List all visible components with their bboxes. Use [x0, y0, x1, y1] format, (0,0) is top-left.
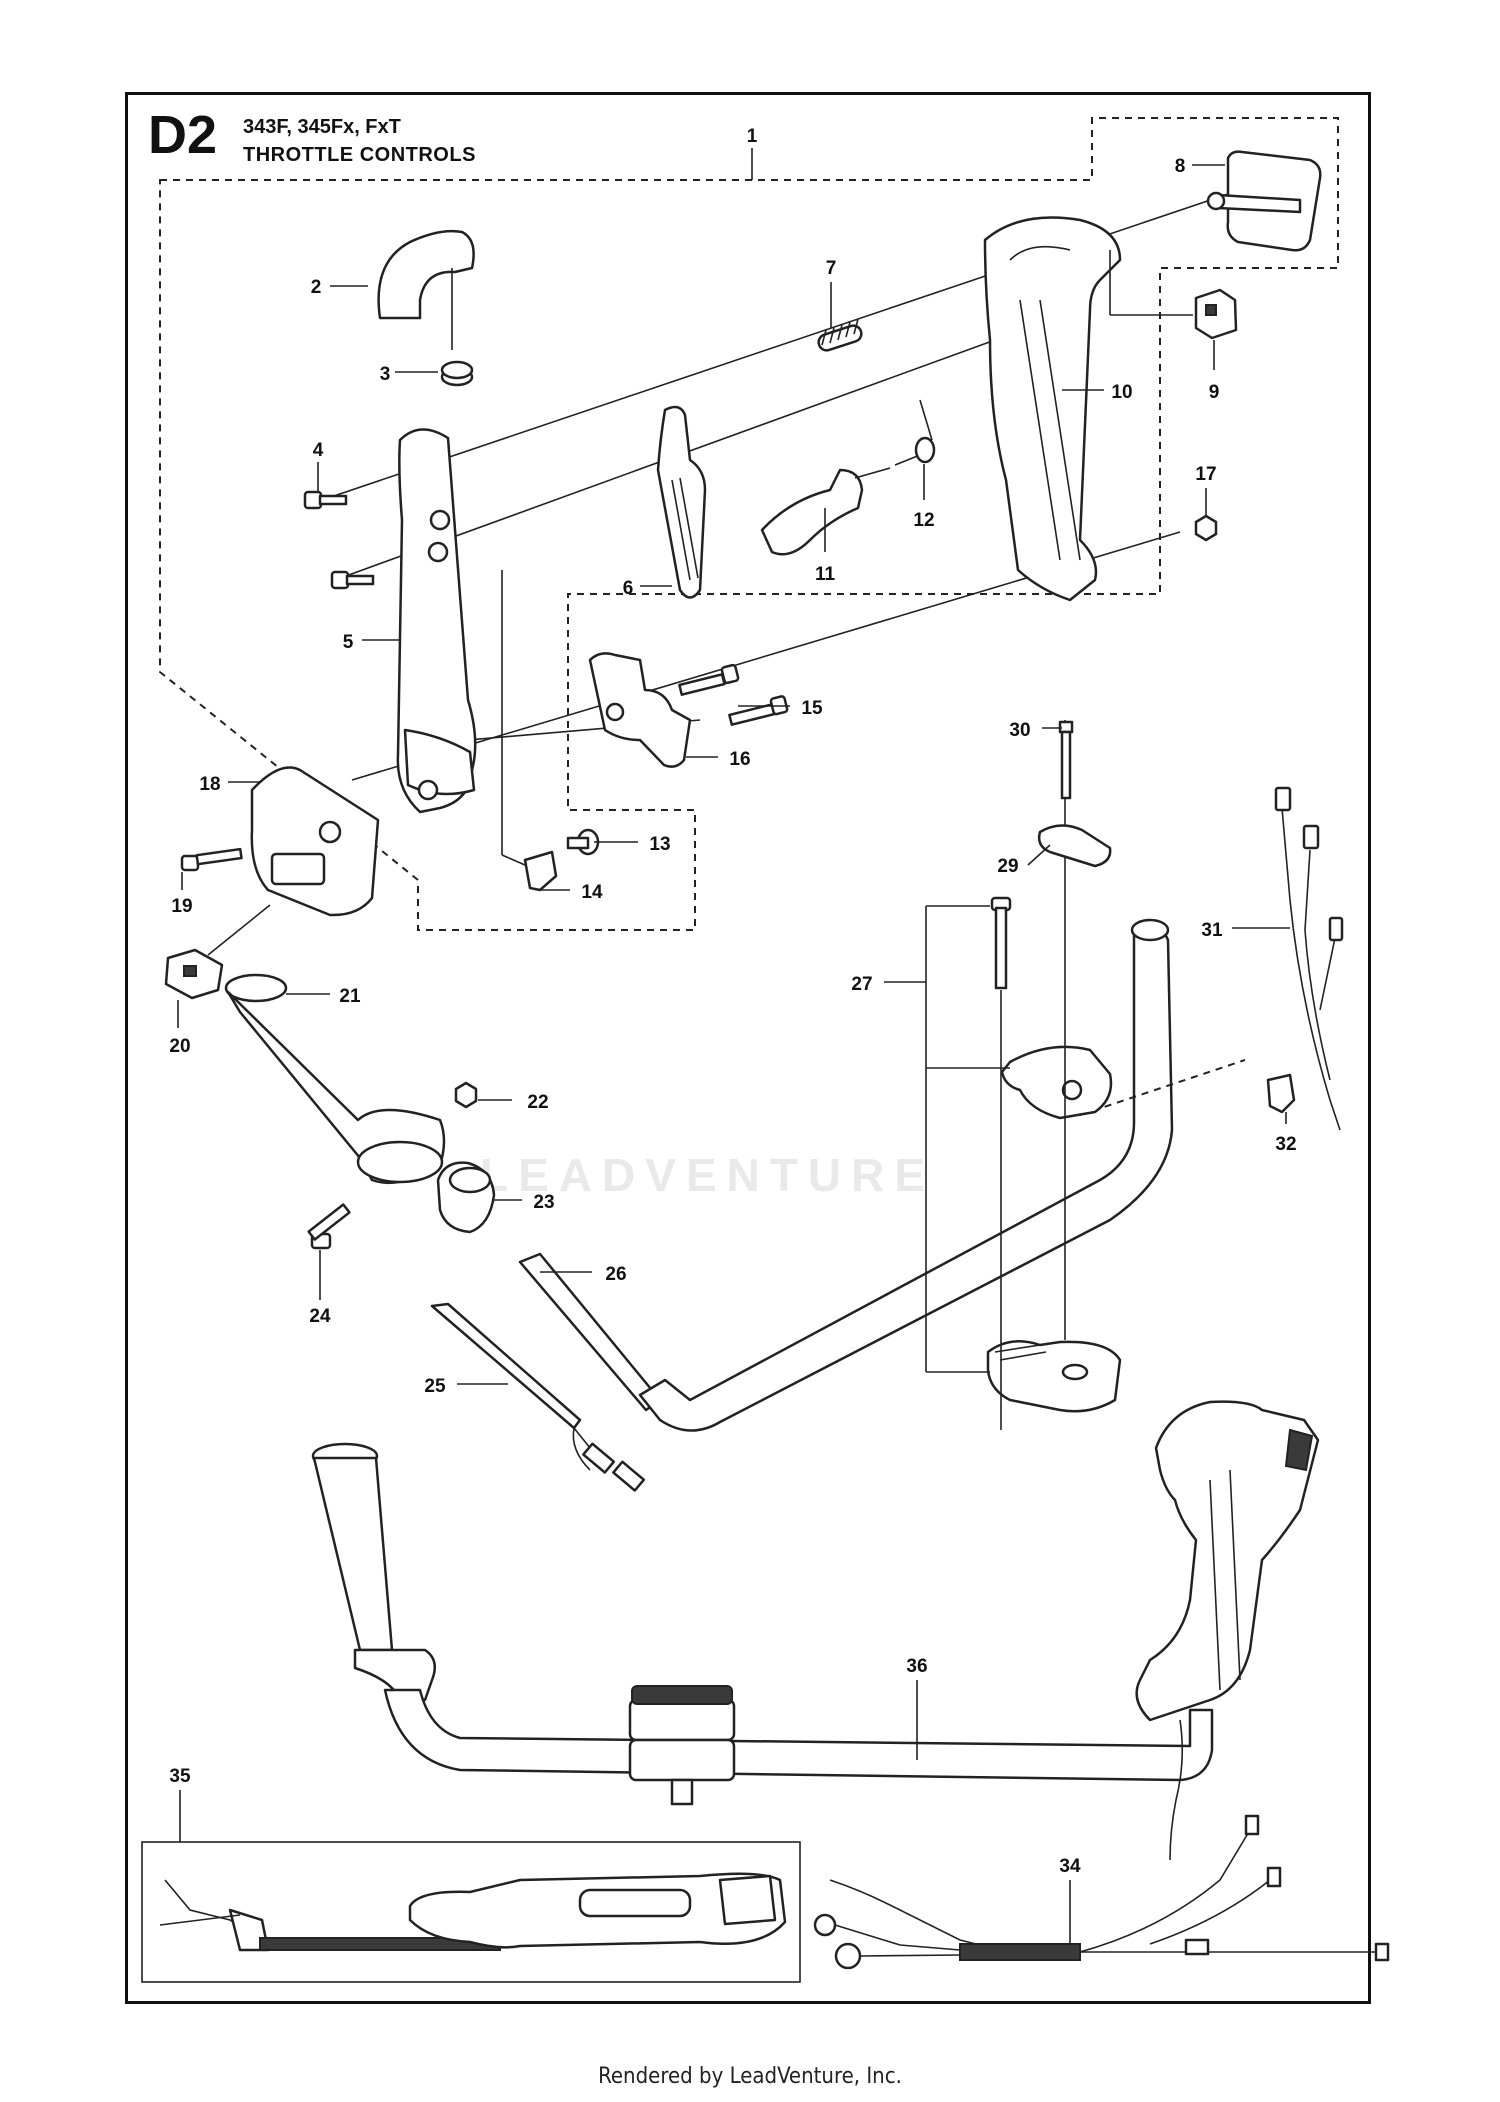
part-trigger-6	[656, 405, 707, 599]
section-code: D2	[148, 105, 218, 165]
callout-30: 30	[1009, 720, 1030, 741]
part-wiring-31	[1274, 786, 1344, 1131]
part-handle-half-right	[983, 216, 1122, 602]
part-shaft-35	[159, 1872, 787, 1952]
part-housing-18	[250, 766, 380, 917]
part-clip-32	[1266, 1073, 1296, 1114]
part-nut-17	[1194, 514, 1218, 542]
callout-12: 12	[913, 510, 934, 531]
part-35-box	[141, 1841, 801, 1983]
part-bracket-bottom	[986, 1340, 1122, 1413]
part-nut-22	[454, 1081, 478, 1109]
callout-4: 4	[313, 440, 324, 461]
callout-14: 14	[581, 882, 603, 903]
part-grip-21	[224, 973, 446, 1185]
callout-10: 10	[1111, 382, 1132, 403]
callout-labels: 1 2 3 4 5 6 7 8 9 10 11 12 13 14 15 16 1…	[169, 126, 1296, 1877]
callout-11: 11	[815, 564, 836, 585]
callout-21: 21	[339, 986, 361, 1007]
callout-2: 2	[311, 277, 322, 298]
callout-31: 31	[1201, 920, 1223, 941]
callout-8: 8	[1175, 156, 1186, 177]
assembly-outline	[159, 117, 1339, 931]
callout-5: 5	[343, 632, 354, 653]
part-wire-12	[894, 399, 936, 466]
part-screw-long	[990, 896, 1012, 990]
part-washer-29	[1037, 824, 1112, 868]
callout-19: 19	[171, 896, 192, 917]
callout-29: 29	[997, 856, 1018, 877]
diagram-border	[125, 92, 1371, 2004]
part-spring-7	[817, 318, 863, 352]
model-list: 343F, 345Fx, FxT	[243, 116, 401, 138]
callout-16: 16	[729, 749, 750, 770]
part-wiring-34	[813, 1814, 1390, 1970]
diagram-title: THROTTLE CONTROLS	[243, 144, 476, 166]
callout-1: 1	[747, 126, 758, 147]
callout-20: 20	[169, 1036, 190, 1057]
part-screw-4b	[330, 570, 375, 590]
callout-26: 26	[605, 1264, 626, 1285]
callout-18: 18	[199, 774, 220, 795]
part-screw-13	[566, 828, 600, 856]
callout-3: 3	[380, 364, 391, 385]
callout-22: 22	[527, 1092, 548, 1113]
callout-32: 32	[1275, 1134, 1296, 1155]
part-spring-clip	[440, 360, 474, 387]
part-switch-20	[164, 948, 224, 1000]
part-switch-9	[1194, 288, 1238, 340]
callout-7: 7	[826, 258, 837, 279]
callout-34: 34	[1059, 1856, 1081, 1877]
part-screw-30	[1058, 720, 1074, 800]
part-plate-14	[523, 850, 558, 892]
part-handlebar-36	[311, 1400, 1320, 1861]
callout-36: 36	[906, 1656, 927, 1677]
callout-35: 35	[169, 1766, 191, 1787]
callout-13: 13	[649, 834, 670, 855]
part-knob-23	[436, 1161, 496, 1234]
part-screw-24	[307, 1203, 351, 1250]
callout-24: 24	[309, 1306, 331, 1327]
part-cruise-16	[588, 652, 692, 768]
callout-9: 9	[1209, 382, 1220, 403]
callout-17: 17	[1195, 464, 1216, 485]
part-bracket-top	[1000, 1045, 1113, 1120]
part-handle-half-left	[396, 428, 477, 814]
part-cable-25	[430, 1302, 646, 1492]
watermark-text: LEADVENTURE	[480, 1149, 936, 1201]
leader-lines	[177, 148, 1290, 1944]
callout-27: 27	[851, 974, 872, 995]
part-throttle-trigger	[377, 229, 475, 350]
part-loop-bar	[638, 918, 1174, 1432]
part-screw-15	[678, 663, 789, 726]
part-screw-4	[303, 490, 348, 510]
part-switch-cover	[1206, 150, 1322, 252]
part-lockout-lever	[760, 467, 891, 556]
footer-credit: Rendered by LeadVenture, Inc.	[598, 2064, 902, 2089]
callout-15: 15	[801, 698, 823, 719]
part-screw-19	[180, 847, 243, 872]
callout-25: 25	[424, 1376, 446, 1397]
callout-6: 6	[623, 578, 634, 599]
callout-23: 23	[533, 1192, 554, 1213]
